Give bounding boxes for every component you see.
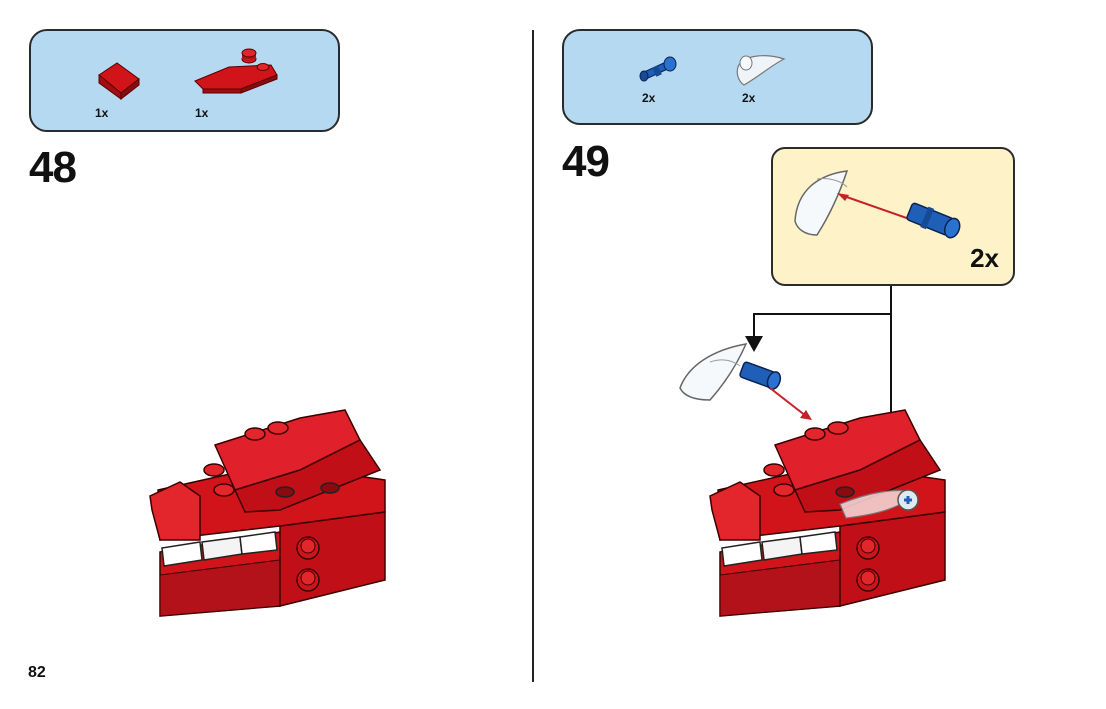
part-qty-49-1: 2x	[642, 91, 656, 105]
step-number-49: 49	[562, 137, 610, 186]
blue-technic-pin-icon	[639, 56, 677, 82]
parts-list-step-48: 1x 1x	[29, 29, 340, 132]
red-dragon-head-model-step-48	[149, 409, 386, 617]
page-number: 82	[28, 664, 46, 681]
red-dragon-head-model-step-49	[709, 409, 946, 617]
step-number-48: 48	[29, 143, 77, 192]
blue-pin-shape	[906, 202, 961, 239]
part-qty-49-2: 2x	[742, 91, 756, 105]
parts-list-step-49: 2x 2x	[562, 29, 873, 125]
callout-quantity: 2x	[970, 243, 999, 273]
transparent-claw-icon	[736, 55, 786, 86]
sub-assembly-callout: 2x	[771, 147, 1015, 286]
red-slope-brick-icon	[98, 62, 140, 101]
claw-sub-assembly	[679, 343, 812, 420]
red-wedge-plate-icon	[194, 48, 278, 94]
part-qty-48-1: 1x	[95, 106, 109, 120]
page-divider	[532, 30, 534, 682]
part-qty-48-2: 1x	[195, 106, 209, 120]
claw-and-pin-assembly-icon	[794, 170, 961, 239]
